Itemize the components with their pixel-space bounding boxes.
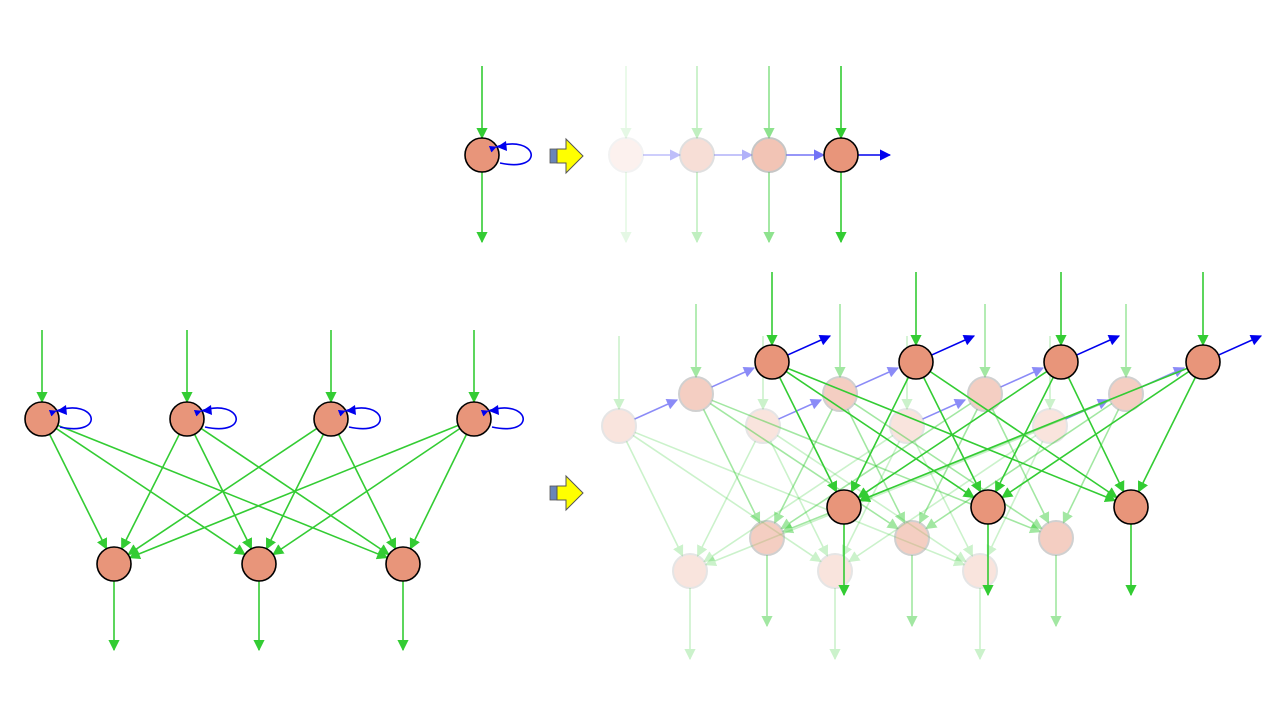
step-hidden-output-edge bbox=[780, 402, 972, 530]
step-hidden-node bbox=[754, 344, 790, 380]
step-recurrent-edge bbox=[1218, 335, 1263, 356]
hidden-self-loop bbox=[200, 407, 237, 430]
bottom-unroll-arrow-icon bbox=[549, 474, 584, 512]
hidden-self-loop bbox=[55, 407, 92, 430]
step-hidden-node bbox=[678, 376, 714, 412]
top-unroll-arrow-icon-tail bbox=[549, 148, 558, 164]
step-hidden-output-edge bbox=[913, 440, 974, 557]
step-output-node bbox=[672, 553, 708, 589]
hidden-node bbox=[24, 401, 60, 437]
step-hidden-node bbox=[745, 408, 781, 444]
bottom-unroll-arrow-icon-head bbox=[556, 474, 584, 512]
step-recurrent-edge bbox=[855, 367, 900, 388]
step-hidden-node bbox=[898, 344, 934, 380]
hidden-self-loop-arrowhead bbox=[57, 405, 67, 415]
step-output-node bbox=[826, 489, 862, 525]
step-recurrent-edge bbox=[931, 335, 976, 356]
hidden-node bbox=[456, 401, 492, 437]
step-hidden-output-edge bbox=[709, 402, 899, 530]
step-recurrent-edge bbox=[922, 399, 967, 420]
step-hidden-output-edge bbox=[846, 408, 906, 524]
step-hidden-output-edge bbox=[986, 440, 1044, 557]
unit-node bbox=[464, 137, 500, 173]
bottom-unroll-arrow-icon-tail bbox=[549, 485, 558, 501]
step-hidden-output-edge bbox=[991, 408, 1050, 524]
step-hidden-output-edge bbox=[696, 440, 757, 557]
step-hidden-output-edge bbox=[703, 434, 894, 563]
step-hidden-node bbox=[1185, 344, 1221, 380]
step-hidden-output-edge bbox=[702, 408, 761, 524]
step-recurrent-edge bbox=[634, 399, 679, 420]
step-hidden-output-edge bbox=[858, 367, 1188, 503]
step-hidden-node bbox=[889, 408, 925, 444]
step-output-node bbox=[962, 553, 998, 589]
step-output-node bbox=[817, 553, 853, 589]
hidden-node bbox=[313, 401, 349, 437]
hidden-output-edge bbox=[48, 433, 108, 550]
step-hidden-output-edge bbox=[848, 434, 1037, 563]
step-node bbox=[608, 137, 644, 173]
hidden-output-edge bbox=[409, 433, 468, 550]
transform-arrows bbox=[549, 137, 584, 512]
hidden-output-edge bbox=[272, 427, 461, 556]
step-output-node bbox=[1113, 489, 1149, 525]
step-recurrent-edge bbox=[1000, 367, 1045, 388]
step-hidden-node bbox=[1032, 408, 1068, 444]
step-node bbox=[679, 137, 715, 173]
self-loop-edge bbox=[495, 143, 532, 166]
self-loop-edge-arrowhead bbox=[497, 141, 507, 151]
step-hidden-output-edge bbox=[625, 440, 684, 557]
step-recurrent-edge bbox=[778, 399, 823, 420]
step-node bbox=[823, 137, 859, 173]
step-output-node bbox=[749, 520, 785, 556]
step-output-node bbox=[970, 489, 1006, 525]
hidden-self-loop-arrowhead bbox=[489, 405, 499, 415]
step-hidden-node bbox=[1043, 344, 1079, 380]
step-hidden-output-edge bbox=[1001, 370, 1190, 499]
top-unroll-arrow-icon-head bbox=[556, 137, 584, 175]
step-hidden-output-edge bbox=[1062, 408, 1120, 524]
hidden-self-loop-arrowhead bbox=[202, 405, 212, 415]
step-hidden-output-edge bbox=[778, 376, 838, 493]
step-hidden-output-edge bbox=[773, 408, 834, 524]
hidden-self-loop bbox=[487, 407, 524, 430]
hidden-self-loop bbox=[344, 407, 381, 430]
step-hidden-output-edge bbox=[1137, 376, 1197, 493]
step-recurrent-edge bbox=[787, 335, 832, 356]
step-hidden-output-edge bbox=[634, 431, 966, 567]
step-output-node bbox=[894, 520, 930, 556]
hidden-output-edge bbox=[127, 427, 318, 556]
hidden-output-edge bbox=[128, 424, 459, 560]
step-hidden-output-edge bbox=[857, 370, 1048, 499]
output-node bbox=[241, 546, 277, 582]
step-hidden-output-edge bbox=[918, 408, 979, 524]
hidden-node bbox=[169, 401, 205, 437]
step-recurrent-edge bbox=[711, 367, 756, 388]
step-hidden-output-edge bbox=[632, 434, 822, 563]
step-hidden-output-edge bbox=[769, 440, 829, 557]
single-unit-recurrent bbox=[464, 66, 532, 244]
top-unroll-arrow-icon bbox=[549, 137, 584, 175]
step-node bbox=[751, 137, 787, 173]
step-hidden-output-edge bbox=[925, 402, 1113, 530]
output-node bbox=[385, 546, 421, 582]
step-hidden-node bbox=[967, 376, 1003, 412]
step-recurrent-edge bbox=[1076, 335, 1121, 356]
output-node bbox=[96, 546, 132, 582]
hidden-output-edge bbox=[120, 433, 181, 550]
hidden-self-loop-arrowhead bbox=[346, 405, 356, 415]
single-unit-unrolled bbox=[608, 66, 892, 244]
layer-recurrent bbox=[24, 330, 524, 652]
step-hidden-output-edge bbox=[776, 434, 967, 563]
layer-unrolled bbox=[601, 272, 1263, 661]
step-output-node bbox=[1038, 520, 1074, 556]
step-hidden-node bbox=[601, 408, 637, 444]
step-hidden-node bbox=[1108, 376, 1144, 412]
step-hidden-output-edge bbox=[850, 376, 910, 493]
